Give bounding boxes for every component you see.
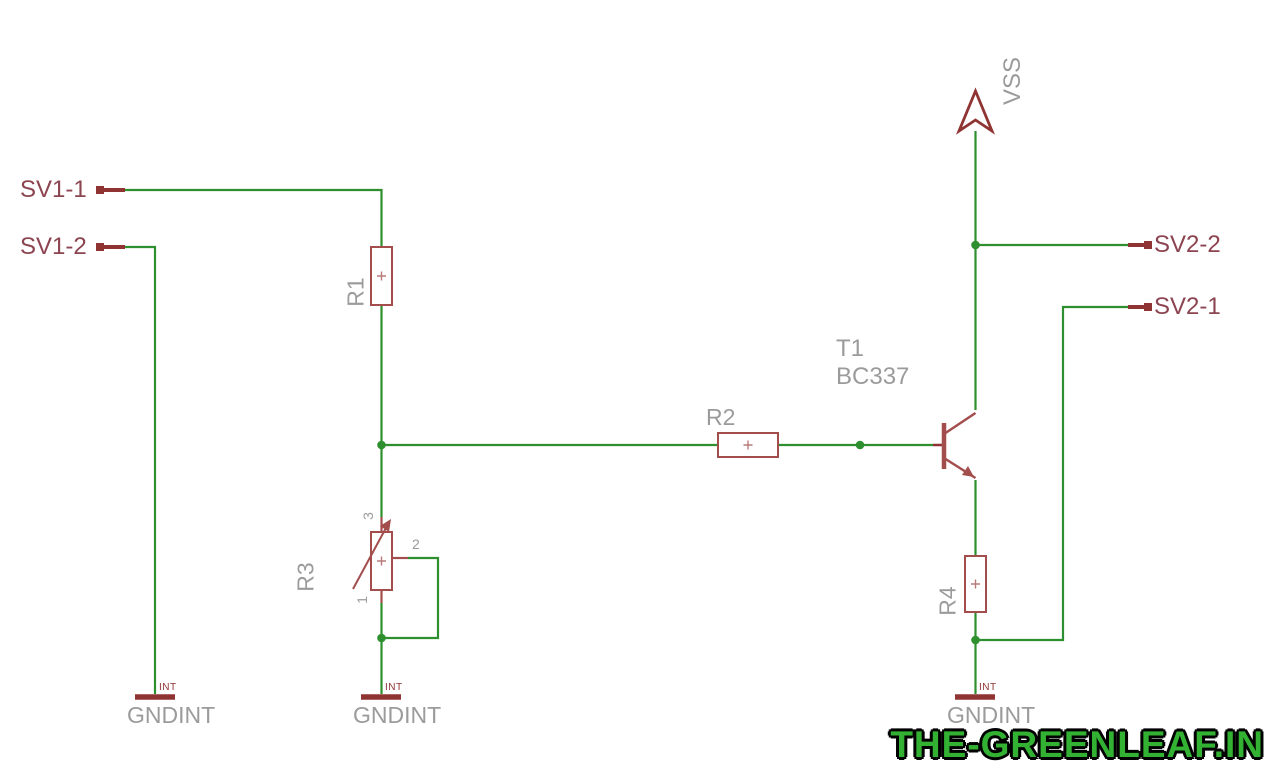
watermark-text: THE-GREENLEAF.IN [890, 724, 1264, 765]
pins-and-power [96, 87, 1152, 700]
connector-label-sv1-2: SV1-2 [20, 233, 87, 260]
origin-cross-r2 [743, 440, 753, 450]
designator-r1: R1 [342, 277, 369, 307]
gnd-type-marker-3: INT [979, 682, 997, 693]
net-wiper-loop [381, 556, 440, 640]
designator-r2: R2 [706, 404, 736, 430]
pot-adjust-arrow-line [352, 525, 388, 590]
origin-cross-r1 [377, 271, 386, 281]
connector-label-sv2-2: SV2-2 [1154, 231, 1221, 258]
transistor-emitter-arrowhead [962, 466, 974, 477]
pot-adjust-arrowhead [380, 519, 391, 532]
transistor-name: T1 [836, 335, 865, 362]
pot-pin-1-number: 1 [354, 596, 370, 604]
net-sv2-1-to-emitter-node [975, 305, 1128, 642]
origin-cross-r3 [377, 556, 386, 566]
gnd-type-marker-2: INT [385, 682, 403, 693]
junction-dots [377, 240, 980, 645]
gnd-label-3: GNDINT [947, 702, 1036, 728]
pot-pin-3-number: 3 [360, 512, 376, 520]
gnd-label-2: GNDINT [353, 702, 442, 728]
origin-markers [377, 271, 980, 589]
junction-dot [377, 633, 386, 643]
designator-r4: R4 [934, 586, 961, 616]
junction-dot [855, 440, 865, 450]
connector-label-sv1-1: SV1-1 [20, 176, 87, 203]
gnd-label-1: GNDINT [127, 702, 216, 728]
junction-dot [377, 440, 386, 450]
net-sv1-2-to-gnd [125, 245, 157, 694]
component-symbols [352, 246, 987, 613]
transistor-collector-line [943, 411, 977, 436]
connector-label-sv2-1: SV2-1 [1154, 293, 1221, 320]
junction-dot [971, 240, 980, 250]
junction-dot [971, 635, 980, 645]
gnd-type-marker-1: INT [159, 682, 177, 693]
net-sv1-1-to-r1 [125, 188, 383, 247]
net-wires [125, 131, 1128, 694]
vss-power-arrow-icon [955, 87, 996, 135]
designator-r3: R3 [292, 562, 319, 592]
vss-label: VSS [999, 56, 1026, 106]
origin-cross-r4 [971, 579, 980, 589]
transistor-value: BC337 [836, 363, 910, 390]
pot-pin-2-number: 2 [412, 536, 420, 552]
